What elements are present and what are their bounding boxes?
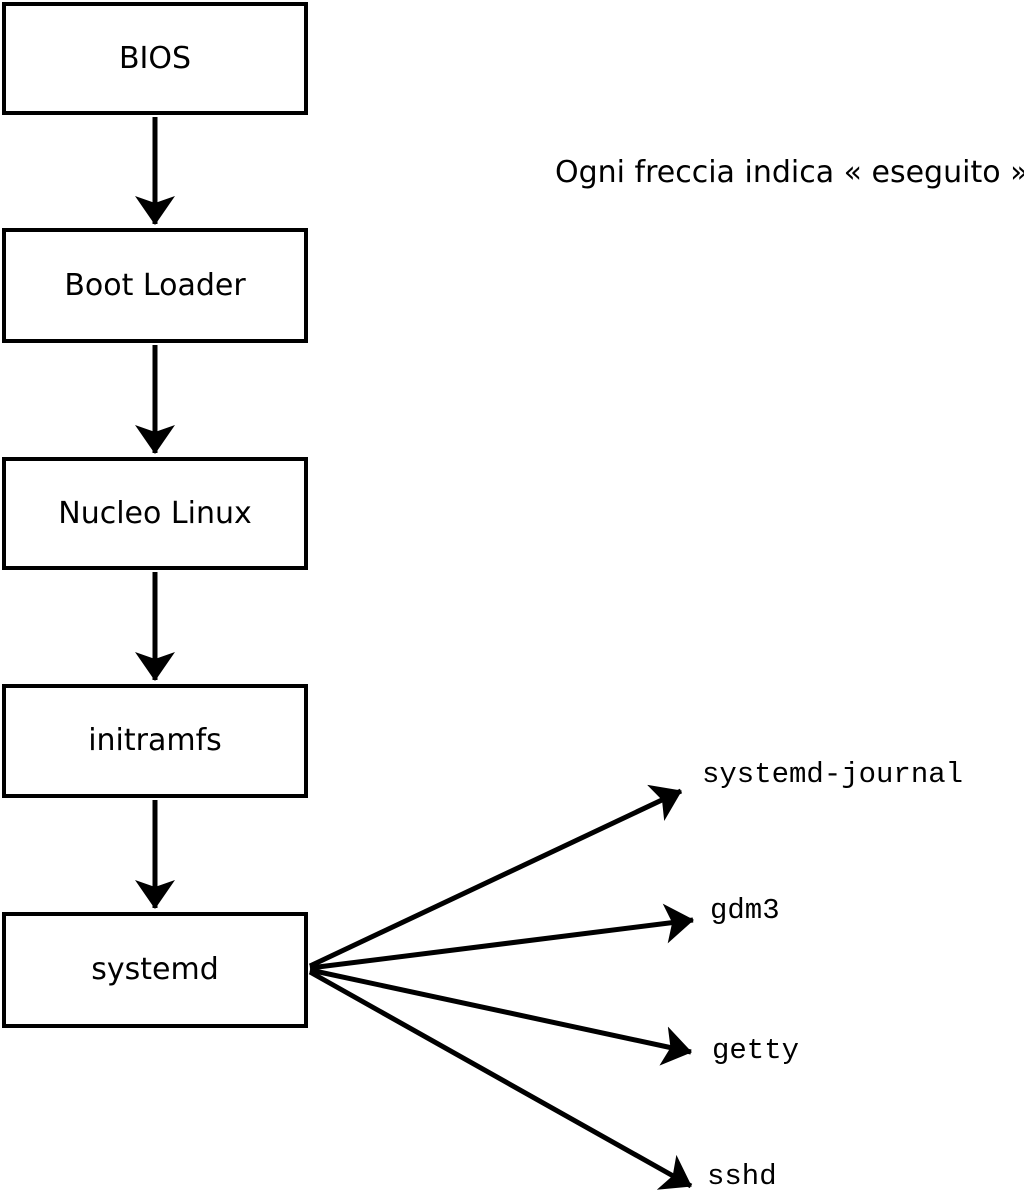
arrow-systemd-to-getty-icon bbox=[309, 967, 692, 1066]
node-boot-loader: Boot Loader bbox=[2, 228, 308, 343]
diagram-caption: Ogni freccia indica « eseguito ». bbox=[555, 155, 1024, 190]
arrow-systemd-to-sshd-icon bbox=[308, 969, 693, 1190]
node-initramfs: initramfs bbox=[2, 684, 308, 798]
service-label-systemd-journal: systemd-journal bbox=[702, 758, 964, 791]
node-systemd: systemd bbox=[2, 912, 308, 1028]
arrow-systemd-to-gdm3-icon bbox=[309, 903, 694, 971]
node-initramfs-label: initramfs bbox=[88, 723, 222, 758]
node-systemd-label: systemd bbox=[91, 952, 219, 987]
node-nucleo-linux-label: Nucleo Linux bbox=[58, 495, 252, 531]
service-label-sshd: sshd bbox=[707, 1160, 777, 1193]
node-bios-label: BIOS bbox=[118, 40, 192, 76]
arrow-systemd-to-systemd-journal-icon bbox=[308, 784, 683, 969]
node-bios: BIOS bbox=[2, 2, 308, 115]
node-nucleo-linux: Nucleo Linux bbox=[2, 457, 308, 570]
service-label-getty: getty bbox=[712, 1034, 800, 1067]
service-label-gdm3: gdm3 bbox=[710, 894, 780, 927]
node-boot-loader-label: Boot Loader bbox=[64, 267, 246, 303]
